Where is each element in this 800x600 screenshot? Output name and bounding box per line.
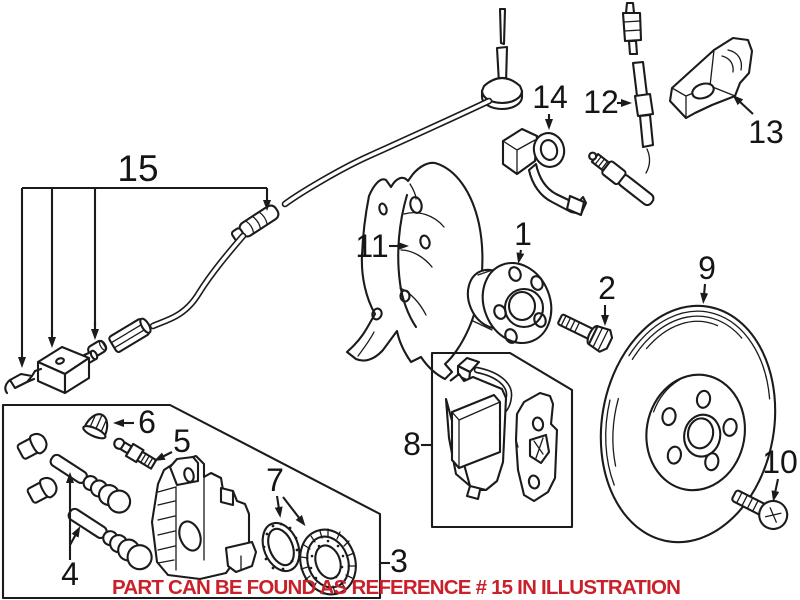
callout-6-bleeder-cap: 6 — [138, 404, 156, 440]
caliper-box-drawing — [1, 403, 382, 600]
cap-bushing-2 — [26, 476, 58, 504]
sensor-holder-block — [36, 345, 99, 395]
wear-sensor-wire-drawing — [588, 1, 655, 207]
piston-seal-ring — [261, 521, 301, 573]
callouts: 1 2 3 4 5 6 7 8 9 10 11 12 13 14 15 — [18, 79, 798, 592]
callout-3-caliper-box: 3 — [390, 543, 408, 579]
piston-dust-boot — [299, 528, 357, 596]
hub-bolt-drawing — [557, 313, 614, 353]
callout-13-arrow — [732, 94, 754, 115]
callout-9-brake-disc: 9 — [698, 250, 716, 286]
outer-brake-pad — [514, 391, 559, 503]
retaining-clip — [4, 367, 43, 395]
reference-caption: PART CAN BE FOUND AS REFERENCE # 15 IN I… — [112, 576, 680, 599]
abs-sensor-bracket-drawing — [501, 127, 588, 217]
brake-pads-box-drawing — [430, 351, 574, 529]
callout-7-arrow-a — [274, 495, 283, 518]
callout-11-splash-shield: 11 — [355, 228, 388, 264]
callout-7-seal-boot: 7 — [266, 462, 284, 498]
hex-fitting — [108, 317, 152, 353]
callout-2-hub-bolt: 2 — [598, 270, 616, 306]
callout-8-brake-pads: 8 — [403, 426, 421, 462]
callout-15-harness: 15 — [117, 148, 158, 189]
bleeder-valve — [113, 437, 158, 470]
callout-14-abs-bracket: 14 — [532, 79, 568, 115]
callout-15-bracket-line — [22, 186, 267, 335]
splash-shield-drawing — [345, 161, 484, 381]
sensor-pin — [498, 7, 507, 46]
callout-12-wear-sensor: 12 — [583, 84, 619, 120]
callout-10-wheel-bolt: 10 — [762, 444, 798, 480]
wheel-hub-drawing — [466, 261, 553, 345]
callout-9-arrow — [700, 283, 709, 304]
callout-4-arrow-b — [69, 526, 81, 546]
brake-disc-drawing — [599, 304, 777, 544]
inner-brake-pad — [444, 356, 513, 501]
callout-4-guide-pins: 4 — [61, 556, 79, 592]
bleeder-cap — [82, 413, 109, 440]
callout-1-wheel-hub: 1 — [514, 216, 532, 252]
abs-harness-drawing — [4, 7, 524, 395]
callout-5-bleeder-valve: 5 — [173, 423, 191, 459]
sensor-connector — [588, 151, 655, 207]
caliper-body — [150, 454, 258, 581]
pads-box-frame — [430, 351, 574, 529]
wheel-bolt-drawing — [731, 489, 789, 531]
guide-pin-1 — [49, 453, 132, 514]
cable-boot — [230, 204, 280, 242]
retaining-bracket-drawing — [668, 36, 754, 120]
callout-10-arrow — [771, 478, 780, 502]
cap-bushing-1 — [16, 432, 48, 460]
callout-5-arrow — [153, 451, 173, 462]
caliper-box-frame — [1, 403, 382, 600]
callout-13-bracket: 13 — [748, 114, 784, 150]
callout-7-arrow-b — [282, 496, 306, 527]
callout-1-arrow — [516, 249, 525, 264]
